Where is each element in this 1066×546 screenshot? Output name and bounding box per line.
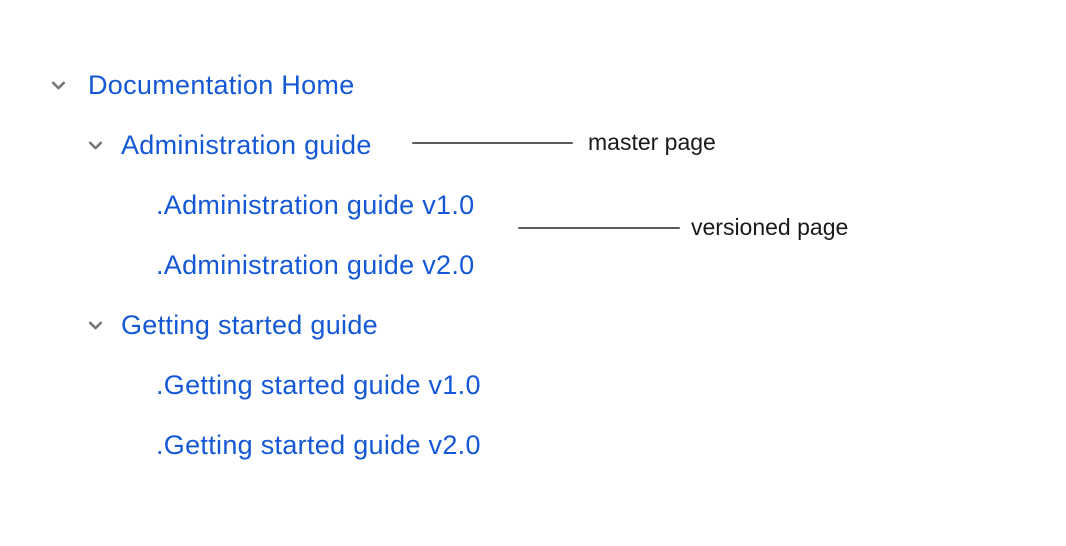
tree-item-getting-started-guide-v1: .Getting started guide v1.0 (156, 367, 481, 403)
page-link[interactable]: Documentation Home (88, 69, 355, 100)
page-link[interactable]: .Getting started guide v2.0 (156, 429, 481, 460)
tree-item-administration-guide-v1: .Administration guide v1.0 (156, 187, 474, 223)
page-link[interactable]: .Administration guide v2.0 (156, 249, 475, 280)
page-link[interactable]: .Administration guide v1.0 (156, 189, 475, 220)
annotation-label: master page (588, 129, 716, 155)
annotation-label: versioned page (691, 214, 849, 240)
page-link[interactable]: .Getting started guide v1.0 (156, 369, 481, 400)
tree-item-getting-started-guide: Getting started guide (88, 307, 378, 343)
connector-line (412, 142, 573, 144)
chevron-down-icon[interactable] (85, 135, 105, 155)
page-link[interactable]: Administration guide (121, 129, 372, 160)
chevron-down-icon[interactable] (48, 75, 68, 95)
tree-item-getting-started-guide-v2: .Getting started guide v2.0 (156, 427, 481, 463)
chevron-down-icon[interactable] (85, 315, 105, 335)
page-link[interactable]: Getting started guide (121, 309, 378, 340)
connector-line (518, 227, 680, 229)
tree-item-administration-guide-v2: .Administration guide v2.0 (156, 247, 474, 283)
tree-item-administration-guide: Administration guide (88, 127, 372, 163)
tree-item-documentation-home: Documentation Home (51, 67, 355, 103)
